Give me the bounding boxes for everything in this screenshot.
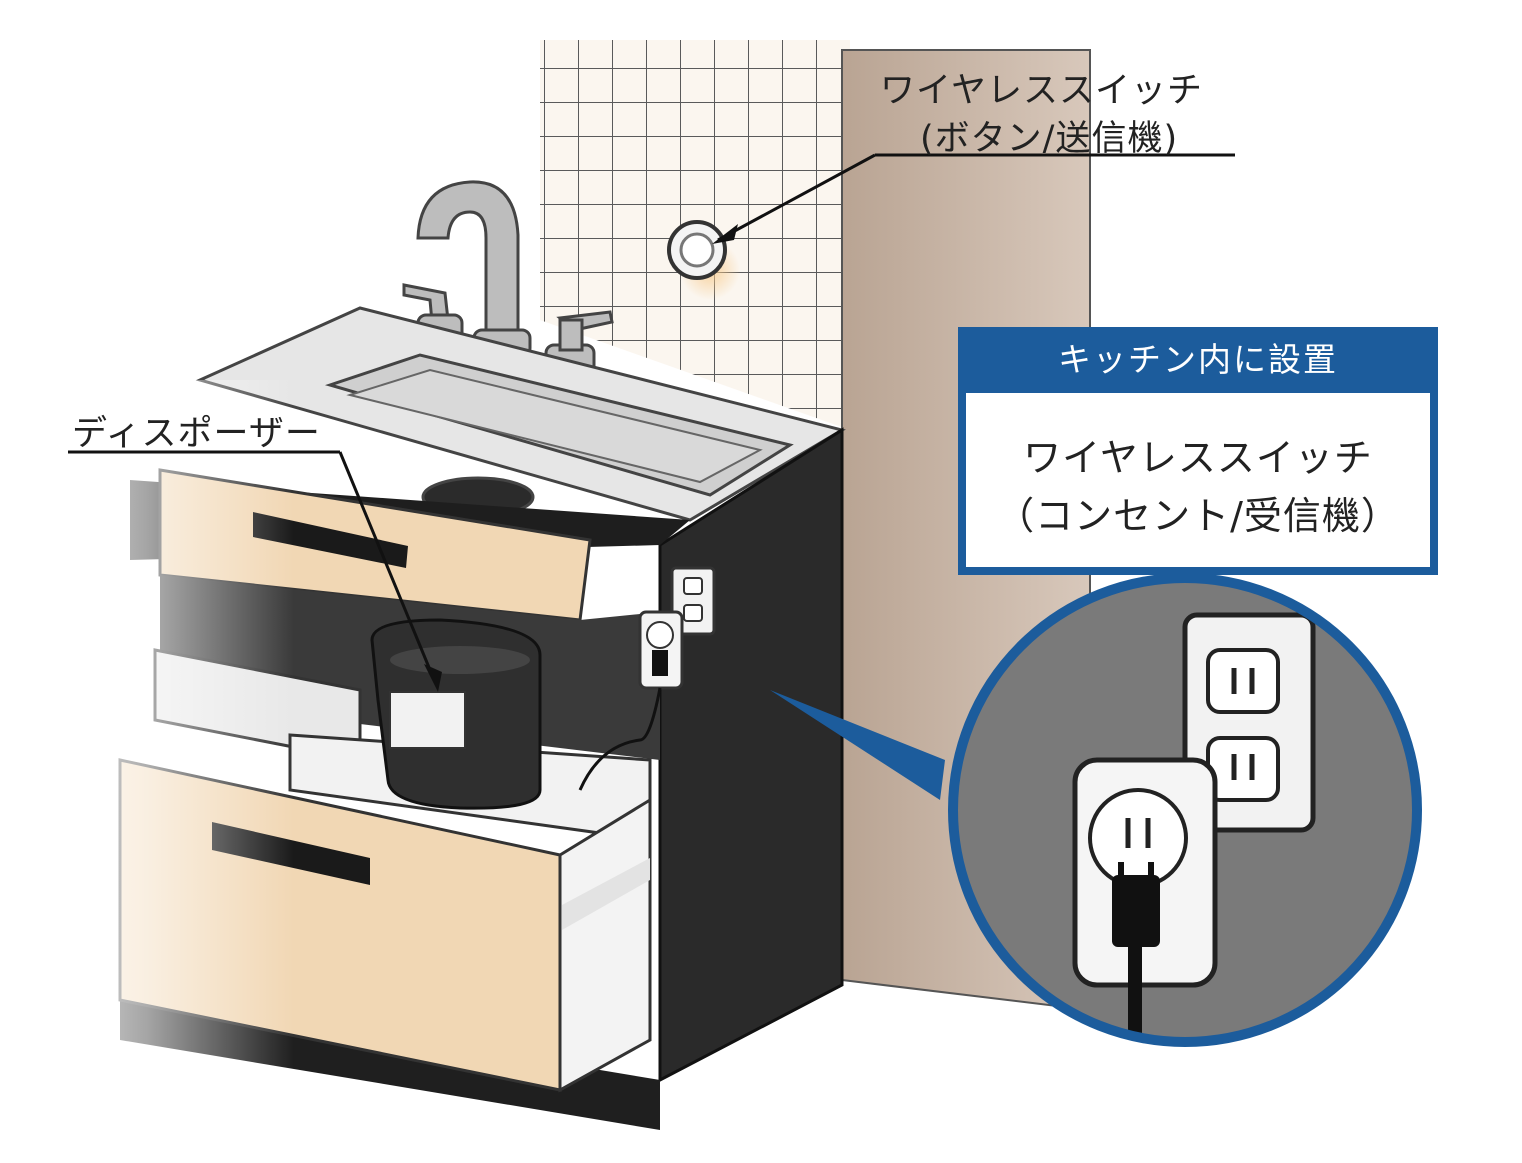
wireless-button-label-line1: ワイヤレススイッチ	[880, 71, 1203, 111]
info-box-body: ワイヤレススイッチ （コンセント/受信機）	[966, 393, 1430, 567]
disposer-arrow-icon	[424, 664, 442, 692]
button-arrow-icon	[712, 224, 738, 244]
zoom-callout-pointer	[770, 690, 945, 800]
zoom-receiver-icon	[1072, 757, 1218, 1042]
wireless-button-label-line2: (ボタン/送信機)	[920, 119, 1179, 159]
receiver-info-box: キッチン内に設置 ワイヤレススイッチ （コンセント/受信機）	[958, 327, 1438, 575]
left-fade	[0, 380, 420, 1100]
button-leader-line	[717, 153, 1235, 242]
zoom-circle	[948, 573, 1422, 1047]
countertop	[195, 306, 846, 522]
info-box-line2: （コンセント/受信機）	[996, 494, 1400, 538]
disposer-label: ディスポーザー	[72, 414, 321, 454]
wireless-button-icon	[667, 220, 740, 300]
zoom-outlet-icon	[1182, 612, 1316, 833]
small-receiver-icon	[578, 610, 684, 791]
info-box-line1: ワイヤレススイッチ	[1023, 436, 1373, 480]
info-box-header: キッチン内に設置	[1058, 340, 1338, 379]
disposer-leader-line	[68, 450, 437, 683]
